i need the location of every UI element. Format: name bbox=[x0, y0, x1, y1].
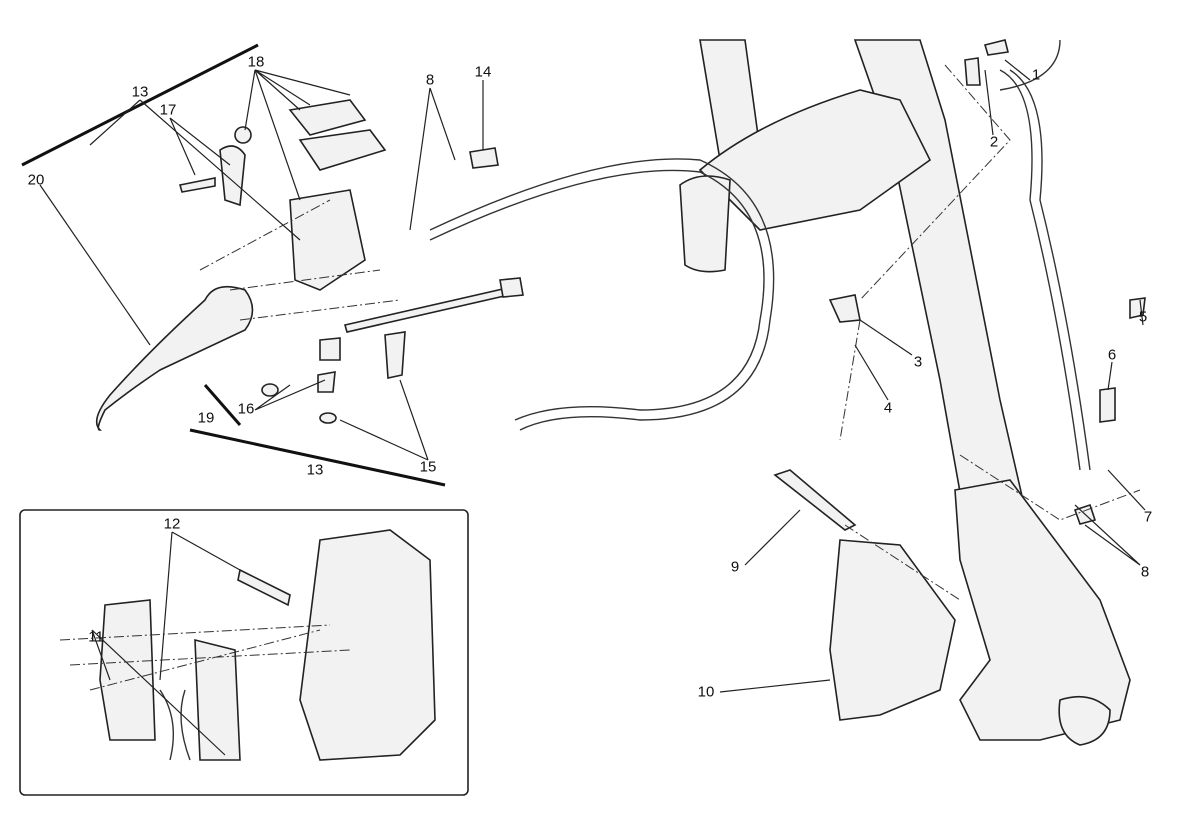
callout-13: 13 bbox=[131, 83, 149, 101]
callout-17: 17 bbox=[159, 101, 177, 119]
callout-18: 18 bbox=[247, 53, 265, 71]
master-cylinder-group bbox=[95, 99, 524, 431]
brake-hose bbox=[429, 158, 775, 431]
callout-2: 2 bbox=[989, 133, 999, 151]
callout-8-right: 8 bbox=[1140, 563, 1150, 581]
callout-5: 5 bbox=[1138, 308, 1148, 326]
caliper-assembly bbox=[773, 39, 1146, 721]
fork-assembly bbox=[679, 39, 1131, 746]
callout-7: 7 bbox=[1143, 508, 1153, 526]
brake-pad-inset-frame bbox=[19, 509, 469, 796]
callout-1: 1 bbox=[1031, 66, 1041, 84]
callout-13-lower: 13 bbox=[306, 461, 324, 479]
leader-lines bbox=[21, 43, 1146, 756]
callout-16: 16 bbox=[237, 400, 255, 418]
callout-12: 12 bbox=[163, 515, 181, 533]
callout-9: 9 bbox=[730, 558, 740, 576]
callout-10: 10 bbox=[697, 683, 715, 701]
callout-20: 20 bbox=[27, 171, 45, 189]
callout-14: 14 bbox=[474, 63, 492, 81]
callout-15: 15 bbox=[419, 458, 437, 476]
callout-6: 6 bbox=[1107, 346, 1117, 364]
inset-parts bbox=[99, 529, 436, 761]
callout-19: 19 bbox=[197, 409, 215, 427]
callout-8: 8 bbox=[425, 71, 435, 89]
callout-4: 4 bbox=[883, 399, 893, 417]
callout-3: 3 bbox=[913, 353, 923, 371]
callout-11: 11 bbox=[88, 628, 104, 646]
